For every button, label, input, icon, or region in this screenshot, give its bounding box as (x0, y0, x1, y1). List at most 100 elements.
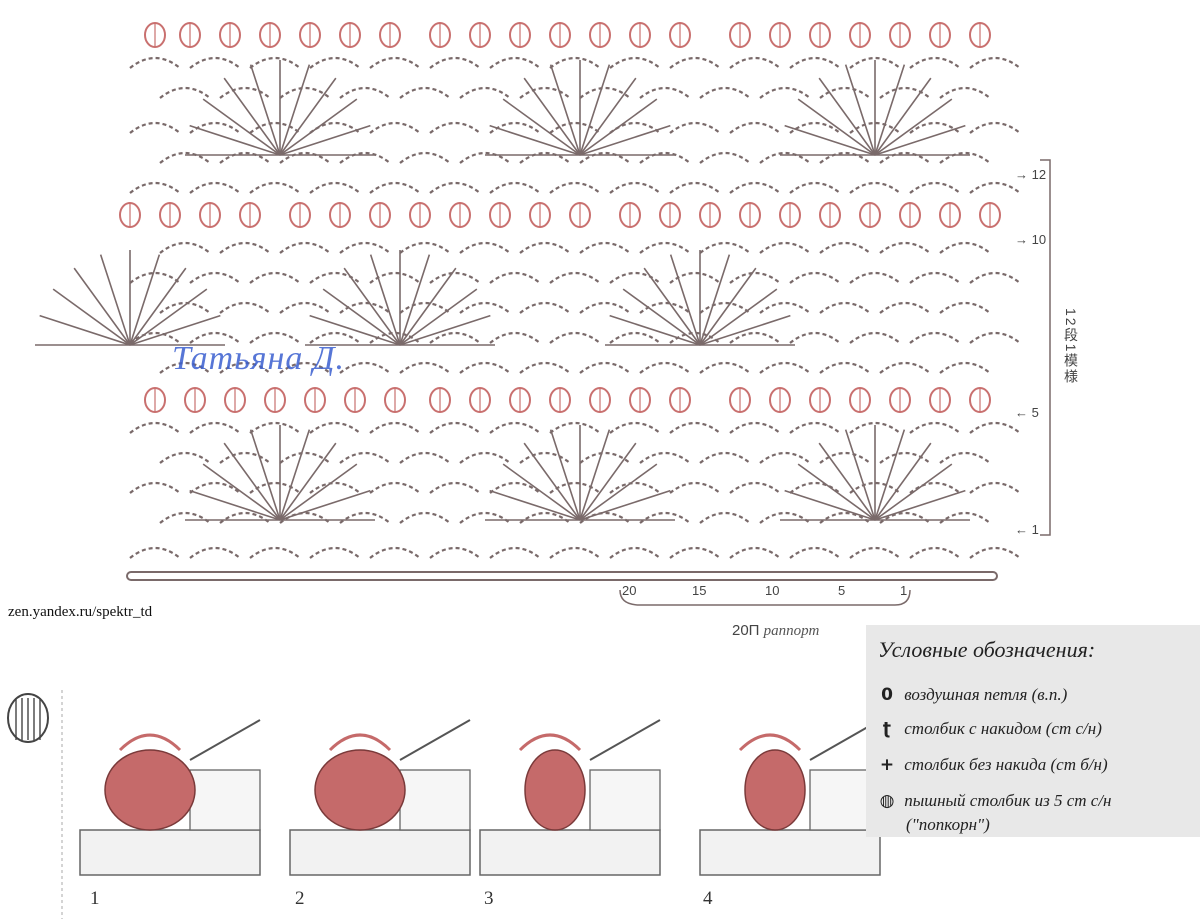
chain-arc (339, 361, 391, 374)
chain-arc (249, 56, 301, 69)
chain-arc (279, 151, 331, 164)
chain-arc (429, 421, 481, 434)
stitch-number: 20 (622, 583, 637, 598)
fan-stitch (549, 429, 581, 521)
chain-arc (549, 271, 601, 284)
yarn-loop (118, 733, 182, 752)
chain-arc (489, 421, 541, 434)
chain-arc (459, 511, 511, 524)
chain-arc (129, 271, 181, 284)
chain-arc (639, 241, 691, 254)
chain-arc (459, 86, 511, 99)
chain-arc (489, 271, 541, 284)
fan-stitch (579, 442, 637, 521)
chain-arc (609, 481, 661, 494)
fan-stitch (129, 267, 187, 346)
fan-stitch (699, 288, 778, 346)
fan-stitch (249, 429, 281, 521)
fan-stitch (579, 124, 671, 156)
chain-arc (819, 241, 871, 254)
fan-stitch (844, 64, 876, 156)
fan-stitch (399, 267, 457, 346)
chain-arc (369, 546, 421, 559)
chain-arc (369, 271, 421, 284)
chain-arc (519, 241, 571, 254)
step-number-3: 3 (484, 888, 494, 909)
fan-stitch (249, 64, 281, 156)
chain-arc (429, 56, 481, 69)
chain-arc (489, 121, 541, 134)
chain-arc (909, 546, 961, 559)
yarn-loop (518, 733, 582, 752)
chain-arc (279, 451, 331, 464)
chain-arc (219, 241, 271, 254)
chain-arc (579, 151, 631, 164)
chain-arc (339, 451, 391, 464)
fan-stitch (844, 429, 876, 521)
chain-arc (549, 121, 601, 134)
chain-arc (309, 181, 361, 194)
fan-stitch (279, 489, 371, 521)
fan-stitch (874, 98, 953, 156)
legend-item-popcorn-sub: ("попкорн") (906, 815, 990, 834)
chain-arc (969, 546, 1021, 559)
chain-arc (729, 56, 781, 69)
chain-arc (369, 421, 421, 434)
fan-stitch (202, 463, 281, 521)
chain-arc (249, 421, 301, 434)
chain-arc (159, 151, 211, 164)
chain-arc (609, 331, 661, 344)
fan-stitch (818, 77, 876, 156)
repeat-bracket (1040, 159, 1051, 536)
chain-arc (459, 451, 511, 464)
chain-arc (909, 121, 961, 134)
stitch-number: 15 (692, 583, 707, 598)
chain-arc (129, 481, 181, 494)
chain-arc (939, 361, 991, 374)
chain-arc (159, 241, 211, 254)
chain-arc (369, 56, 421, 69)
fan-stitch (39, 314, 131, 346)
chain-arc (309, 546, 361, 559)
single-crochet-icon: + (879, 755, 895, 775)
chain-arc (939, 451, 991, 464)
chain-arc (519, 301, 571, 314)
chain-arc (669, 481, 721, 494)
fan-stitch (784, 124, 876, 156)
fabric-side (589, 769, 661, 831)
chain-arc (759, 511, 811, 524)
fan-stitch (202, 98, 281, 156)
chain-arc (129, 181, 181, 194)
fan-stitch (523, 77, 581, 156)
chain-arc (279, 86, 331, 99)
legend-item-single-crochet: + столбик без накида (ст б/н) (874, 755, 1108, 775)
double-crochet-icon: ʈ (882, 719, 892, 739)
chain-arc (129, 546, 181, 559)
chain-arc (729, 546, 781, 559)
chain-arc (789, 331, 841, 344)
chain-arc (219, 301, 271, 314)
chain-arc (339, 241, 391, 254)
chain-arc (729, 271, 781, 284)
chain-arc (819, 86, 871, 99)
chain-arc (669, 421, 721, 434)
chain-arc (549, 481, 601, 494)
chain-arc (279, 241, 331, 254)
chain-loop-icon: 0 (881, 685, 893, 705)
chain-arc (369, 181, 421, 194)
chain-arc (549, 546, 601, 559)
chain-arc (189, 56, 241, 69)
fan-stitch (489, 124, 581, 156)
step-number-2: 2 (295, 888, 305, 909)
fan-stitch (279, 98, 358, 156)
chain-arc (249, 181, 301, 194)
stitch-number: 5 (838, 583, 846, 598)
chain-arc (309, 481, 361, 494)
fan-stitch (699, 314, 791, 346)
chain-arc (639, 301, 691, 314)
fabric-base (479, 829, 661, 876)
chain-arc (579, 86, 631, 99)
step-number-4: 4 (703, 888, 713, 909)
fan-stitch (279, 124, 371, 156)
fan-stitch (189, 124, 281, 156)
